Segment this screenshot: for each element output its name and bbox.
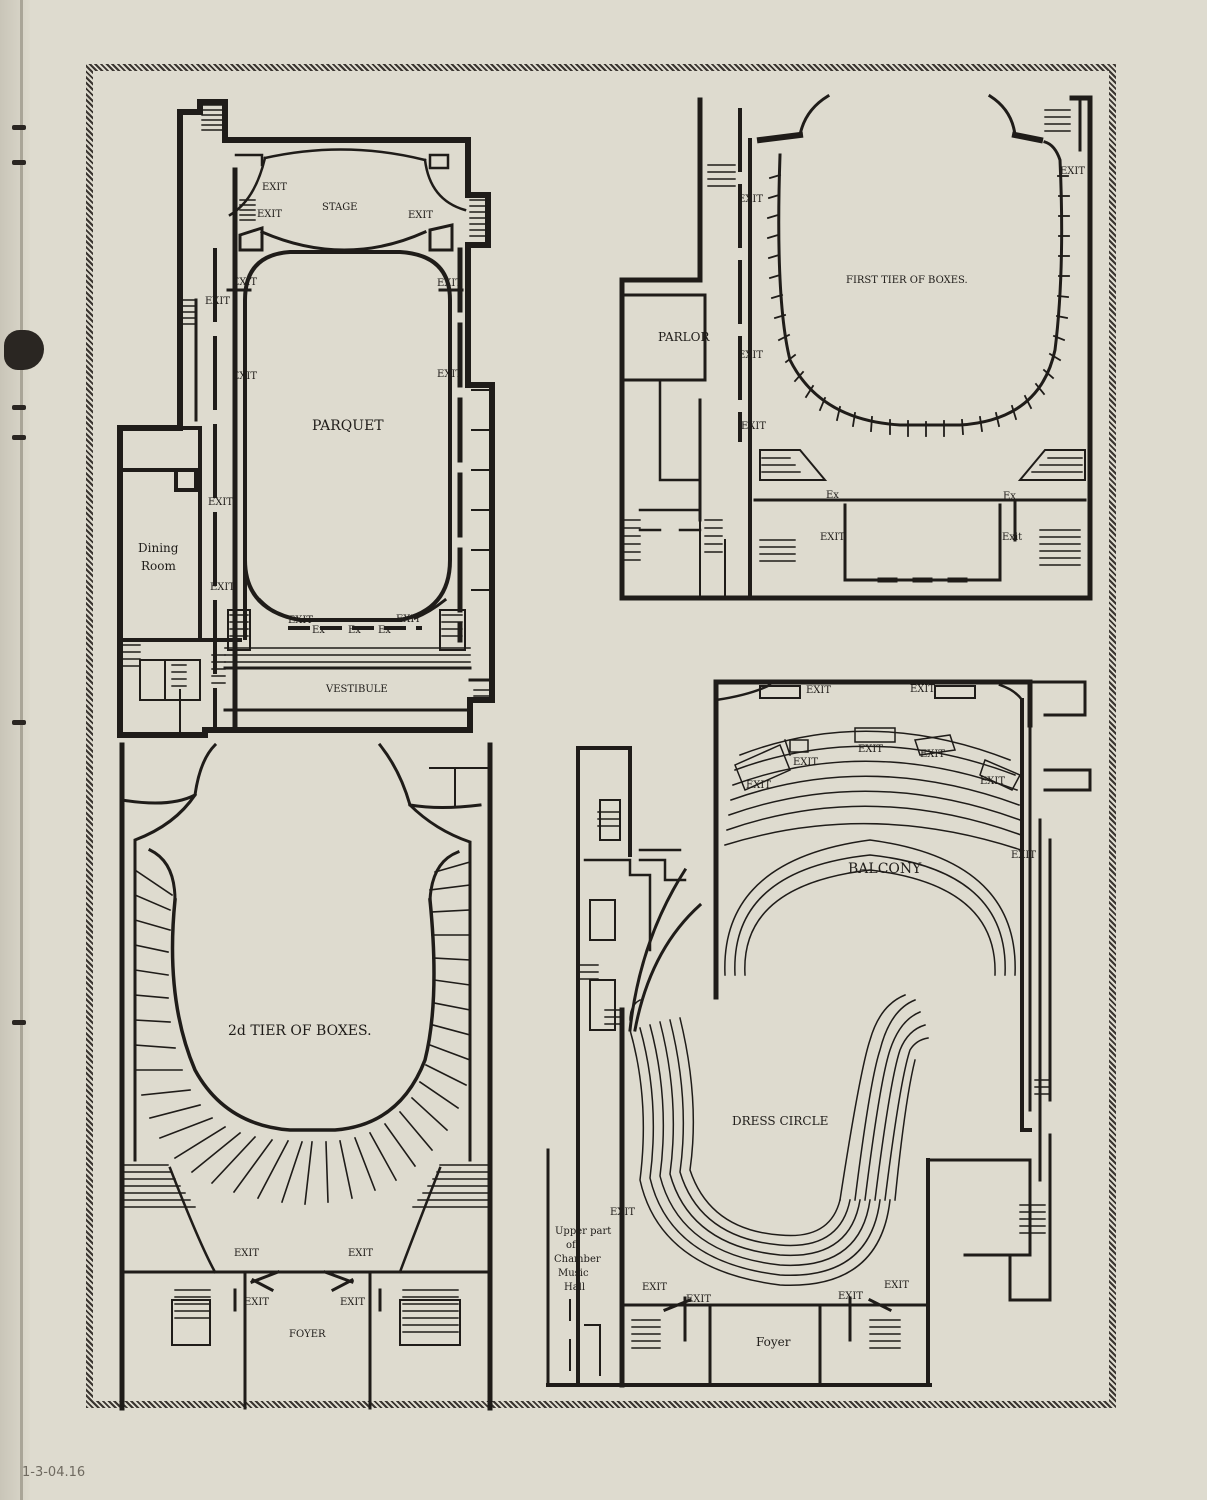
chamber-music-hall-label: Hall xyxy=(564,1282,585,1293)
first-tier-label: FIRST TIER OF BOXES. xyxy=(846,275,968,286)
stage-label: STAGE xyxy=(322,202,357,213)
exit-label: EXIT xyxy=(920,749,945,760)
exit-label: EXIT xyxy=(210,582,235,593)
exit-label: EXIT xyxy=(806,685,831,696)
exit-label: EXIT xyxy=(208,497,233,508)
exit-label: EXIT xyxy=(205,296,230,307)
exit-label: EXIT xyxy=(234,1248,259,1259)
dining-room-label: Room xyxy=(141,559,176,573)
foyer-label: Foyer xyxy=(756,1335,791,1349)
binding-fold xyxy=(20,0,23,1500)
foyer-label: FOYER xyxy=(289,1329,326,1340)
exit-label: EXIT xyxy=(408,210,433,221)
exit-label: EXIT xyxy=(244,1297,269,1308)
ex-label: Ex xyxy=(826,490,839,501)
staple-hole xyxy=(12,125,26,130)
dress-circle-label: DRESS CIRCLE xyxy=(732,1114,828,1128)
exit-label: EXIT xyxy=(232,371,257,382)
exit-label: Exit xyxy=(1002,532,1022,543)
exit-label: EXIT xyxy=(858,744,883,755)
second-tier-box-partitions xyxy=(133,861,472,1205)
second-tier-label: 2d TIER OF BOXES. xyxy=(228,1023,372,1039)
stairs-second-tier xyxy=(123,1164,489,1333)
balcony-plan xyxy=(713,679,1092,1182)
exit-label: EXIT xyxy=(437,278,462,289)
staple-hole xyxy=(12,1020,26,1025)
ex-label: Ex xyxy=(378,625,391,636)
exit-label: EXIT xyxy=(232,277,257,288)
dress-circle-rows xyxy=(629,994,929,1286)
parquet-plan xyxy=(117,99,495,738)
chamber-music-hall-label: of xyxy=(566,1240,577,1251)
torn-binding-mark xyxy=(4,330,44,370)
staple-hole xyxy=(12,435,26,440)
exit-label: EXIT xyxy=(738,194,763,205)
exit-label: EXIT xyxy=(820,532,845,543)
page-binding xyxy=(0,0,30,1500)
first-tier-plan xyxy=(619,93,1093,601)
ex-label: Ex xyxy=(348,625,361,636)
exit-label: EXIT xyxy=(288,615,313,626)
chamber-music-hall-label: Upper part xyxy=(555,1226,611,1237)
parlor-label: PARLOR xyxy=(658,330,710,344)
exit-label: EXIT xyxy=(642,1282,667,1293)
exit-label: EXIT xyxy=(746,780,771,791)
accession-number: 1-3-04.16 xyxy=(22,1465,86,1480)
staple-hole xyxy=(12,405,26,410)
stairs-balcony-dress xyxy=(579,811,1049,1349)
exit-label: EXIT xyxy=(741,421,766,432)
exit-label: EXIT xyxy=(686,1294,711,1305)
chamber-music-hall-label: Music xyxy=(558,1268,589,1279)
ex-label: Ex xyxy=(312,625,325,636)
chamber-music-hall-label: Chamber xyxy=(554,1254,601,1265)
balcony-rows xyxy=(724,727,1022,976)
exit-label: EXIT xyxy=(1011,850,1036,861)
exit-label: EXIT xyxy=(610,1207,635,1218)
first-tier-box-partitions xyxy=(766,173,1070,437)
dining-room-label: Dining xyxy=(138,541,179,555)
exit-label: EXIT xyxy=(340,1297,365,1308)
staple-hole xyxy=(12,720,26,725)
exit-label: EXIT xyxy=(884,1280,909,1291)
exit-label: EXIT xyxy=(738,350,763,361)
exit-label: EXIT xyxy=(793,757,818,768)
exit-label: EXIT xyxy=(1060,166,1085,177)
dress-circle-plan xyxy=(546,746,1052,1388)
exit-label: EXIT xyxy=(262,182,287,193)
exit-label: EXIT xyxy=(838,1291,863,1302)
parquet-label: PARQUET xyxy=(312,418,384,434)
exit-label: EXIT xyxy=(980,776,1005,787)
staple-hole xyxy=(12,160,26,165)
stairs-parquet xyxy=(121,104,491,703)
exit-label: EXIT xyxy=(257,209,282,220)
exit-label: EXIT xyxy=(910,684,935,695)
exit-label: EXIT xyxy=(348,1248,373,1259)
second-tier-plan xyxy=(119,742,493,1411)
exit-label: EXIT xyxy=(437,369,462,380)
stairs-first-tier xyxy=(624,109,1083,566)
balcony-label: BALCONY xyxy=(848,861,922,877)
vestibule-label: VESTIBULE xyxy=(325,684,388,695)
exit-label: EXIT xyxy=(396,614,421,625)
ex-label: Ex xyxy=(1003,491,1016,502)
